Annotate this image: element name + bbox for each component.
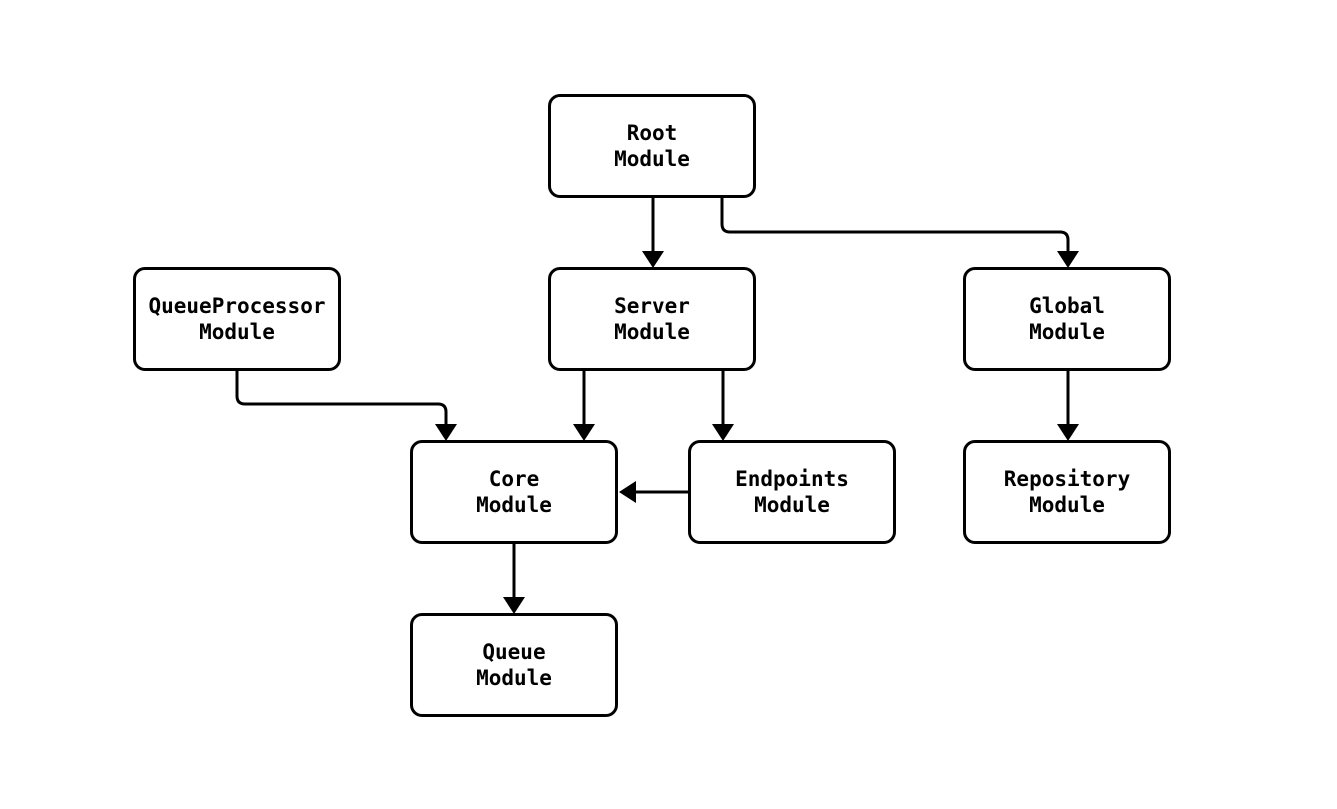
edge-queueprocessor-to-core: [235, 371, 457, 441]
node-repository-module-label: Repository Module: [1003, 467, 1131, 517]
node-repository-module: Repository Module: [963, 440, 1171, 544]
arrowhead-down-icon: [642, 251, 664, 268]
arrowhead-down-icon: [503, 597, 525, 614]
node-queue-module: Queue Module: [410, 613, 618, 717]
node-global-module: Global Module: [963, 267, 1171, 371]
arrowhead-down-icon: [435, 424, 457, 441]
edge-server-to-core: [573, 371, 595, 441]
node-core-module-label: Core Module: [476, 467, 552, 517]
node-root-module-label: Root Module: [614, 121, 690, 171]
node-endpoints-module-label: Endpoints Module: [735, 467, 849, 517]
edge-root-to-global: [720, 198, 1079, 268]
arrowhead-down-icon: [712, 424, 734, 441]
arrowhead-down-icon: [1057, 424, 1079, 441]
node-global-module-label: Global Module: [1029, 294, 1105, 344]
node-root-module: Root Module: [548, 94, 756, 198]
node-server-module-label: Server Module: [614, 294, 690, 344]
node-server-module: Server Module: [548, 267, 756, 371]
node-endpoints-module: Endpoints Module: [688, 440, 896, 544]
arrowhead-down-icon: [1057, 251, 1079, 268]
node-queue-module-label: Queue Module: [476, 640, 552, 690]
arrowhead-left-icon: [619, 481, 636, 503]
node-queueprocessor-module: QueueProcessor Module: [133, 267, 341, 371]
edge-global-to-repository: [1057, 371, 1079, 441]
edge-endpoints-to-core: [619, 481, 688, 503]
arrowhead-down-icon: [573, 424, 595, 441]
edge-core-to-queue: [503, 544, 525, 614]
edge-server-to-endpoints: [712, 371, 734, 441]
edge-root-to-server: [642, 198, 664, 268]
node-queueprocessor-module-label: QueueProcessor Module: [148, 294, 326, 344]
node-core-module: Core Module: [410, 440, 618, 544]
